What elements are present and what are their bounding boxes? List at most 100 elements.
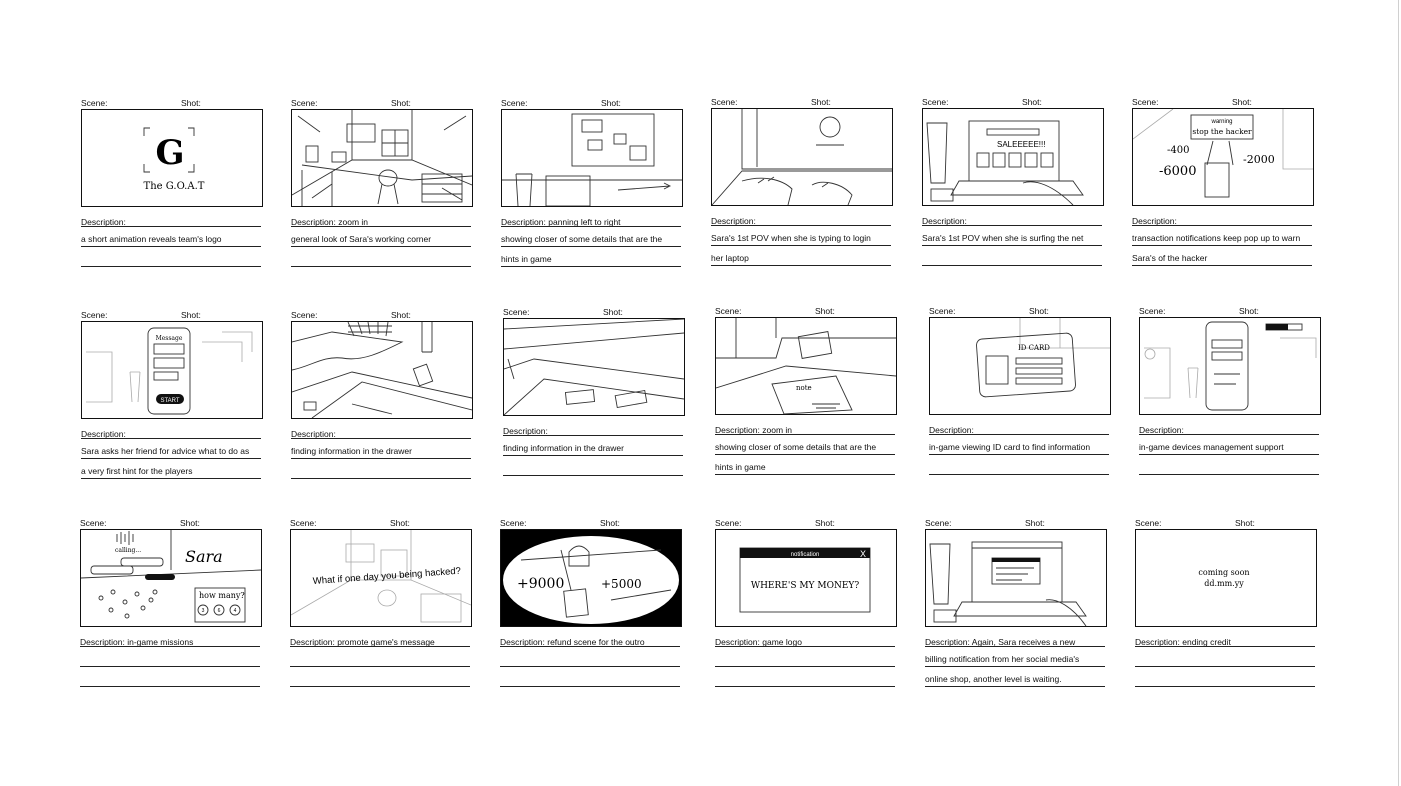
description-line bbox=[500, 647, 680, 667]
start-button-label: START bbox=[160, 398, 179, 404]
description-line bbox=[81, 247, 261, 267]
description-line: showing closer of some details that are … bbox=[501, 227, 681, 247]
description-line bbox=[503, 456, 683, 476]
calling-label: calling... bbox=[115, 547, 141, 554]
description-line: Description: bbox=[929, 421, 1109, 435]
scene-label: Scene: bbox=[290, 518, 317, 528]
description-line: Description: ending credit bbox=[1135, 633, 1315, 647]
scene-label: Scene: bbox=[81, 98, 108, 108]
description-block: Description: refund scene for the outro bbox=[500, 633, 682, 687]
sara-label: Sara bbox=[185, 547, 223, 566]
note-label: note bbox=[796, 384, 812, 392]
page-edge bbox=[1398, 0, 1399, 786]
description-line: finding information in the drawer bbox=[503, 436, 683, 456]
notification-message: WHERE'S MY MONEY? bbox=[751, 581, 860, 591]
description-block: Description: a short animation reveals t… bbox=[81, 213, 263, 267]
description-line bbox=[291, 459, 471, 479]
shot-label: Shot: bbox=[1022, 97, 1042, 107]
sketch-frame bbox=[503, 318, 685, 416]
sketch-frame: ID CARD bbox=[929, 317, 1111, 415]
sketch-frame bbox=[925, 529, 1107, 627]
description-block: Description: in-game devices management … bbox=[1139, 421, 1321, 475]
close-icon: X bbox=[860, 549, 866, 559]
description-line: Sara's of the hacker bbox=[1132, 246, 1312, 266]
storyboard-panel-3: Scene:Shot: Description: panning left to… bbox=[501, 98, 683, 267]
description-block: Description: promote game's message bbox=[290, 633, 472, 687]
scene-label: Scene: bbox=[715, 518, 742, 528]
answer-option: 3 bbox=[202, 608, 205, 614]
storyboard-panel-18: Scene:Shot: coming soon dd.mm.yy Descrip… bbox=[1135, 518, 1317, 687]
description-line: Description: in-game missions bbox=[80, 633, 260, 647]
release-date-text: dd.mm.yy bbox=[1204, 579, 1244, 588]
description-line: Sara's 1st POV when she is surfing the n… bbox=[922, 226, 1102, 246]
refund-amount-2: +5000 bbox=[601, 577, 642, 591]
sketch-frame bbox=[291, 321, 473, 419]
sketch-frame: coming soon dd.mm.yy bbox=[1135, 529, 1317, 627]
description-line: a very first hint for the players bbox=[81, 459, 261, 479]
description-line: Description: bbox=[1139, 421, 1319, 435]
shot-label: Shot: bbox=[1239, 306, 1259, 316]
description-line: Description: bbox=[503, 422, 683, 436]
logo-letter: G bbox=[155, 133, 184, 173]
description-block: Description: zoom in showing closer of s… bbox=[715, 421, 897, 475]
description-block: Description: transaction notifications k… bbox=[1132, 212, 1314, 266]
description-line bbox=[500, 667, 680, 687]
description-block: Description: panning left to right showi… bbox=[501, 213, 683, 267]
scene-label: Scene: bbox=[1139, 306, 1166, 316]
description-line: Sara's 1st POV when she is typing to log… bbox=[711, 226, 891, 246]
scene-label: Scene: bbox=[503, 307, 530, 317]
description-line: in-game devices management support bbox=[1139, 435, 1319, 455]
promo-headline: What if one day you being hacked? bbox=[312, 566, 461, 587]
shot-label: Shot: bbox=[600, 518, 620, 528]
amount-3: -2000 bbox=[1243, 153, 1275, 166]
description-line: finding information in the drawer bbox=[291, 439, 471, 459]
description-line bbox=[922, 246, 1102, 266]
sketch-frame: +9000 +5000 bbox=[500, 529, 682, 627]
description-block: Description: Sara asks her friend for ad… bbox=[81, 425, 263, 479]
shot-label: Shot: bbox=[1025, 518, 1045, 528]
scene-label: Scene: bbox=[711, 97, 738, 107]
storyboard-panel-6: Scene:Shot: warning stop the hacker -400… bbox=[1132, 97, 1314, 266]
description-line bbox=[715, 647, 895, 667]
shot-label: Shot: bbox=[601, 98, 621, 108]
amount-1: -400 bbox=[1167, 145, 1189, 156]
scene-label: Scene: bbox=[500, 518, 527, 528]
message-title: Message bbox=[156, 335, 183, 342]
description-block: Description: zoom in general look of Sar… bbox=[291, 213, 473, 267]
description-line: hints in game bbox=[715, 455, 895, 475]
shot-label: Shot: bbox=[390, 518, 410, 528]
scene-label: Scene: bbox=[291, 310, 318, 320]
answer-option: 6 bbox=[218, 608, 221, 614]
id-card-title: ID CARD bbox=[1018, 344, 1050, 352]
scene-label: Scene: bbox=[1132, 97, 1159, 107]
storyboard-panel-12: Scene: Shot: Description: in-game devices… bbox=[1139, 306, 1321, 475]
sketch-frame: G The G.O.A.T bbox=[81, 109, 263, 207]
sketch-frame: What if one day you being hacked? bbox=[290, 529, 472, 627]
shot-label: Shot: bbox=[1232, 97, 1252, 107]
description-line: Description: Again, Sara receives a new bbox=[925, 633, 1105, 647]
how-many-label: how many? bbox=[199, 591, 245, 600]
answer-option: 4 bbox=[234, 608, 237, 614]
description-line: a short animation reveals team's logo bbox=[81, 227, 261, 247]
description-block: Description: Sara's 1st POV when she is … bbox=[711, 212, 893, 266]
description-line: showing closer of some details that are … bbox=[715, 435, 895, 455]
scene-label: Scene: bbox=[715, 306, 742, 316]
sketch-frame: Message START bbox=[81, 321, 263, 419]
warning-message: stop the hacker bbox=[1192, 127, 1252, 136]
amount-2: -6000 bbox=[1159, 164, 1196, 179]
description-line: transaction notifications keep pop up to… bbox=[1132, 226, 1312, 246]
description-line bbox=[715, 667, 895, 687]
description-line bbox=[290, 647, 470, 667]
storyboard-panel-13: Scene:Shot: calling... Sara how many? 3 … bbox=[80, 518, 262, 687]
scene-label: Scene: bbox=[929, 306, 956, 316]
description-line: Description: bbox=[81, 213, 261, 227]
description-line: her laptop bbox=[711, 246, 891, 266]
description-line bbox=[80, 647, 260, 667]
shot-label: Shot: bbox=[181, 98, 201, 108]
storyboard-panel-8: Scene:Shot: Description: finding informa… bbox=[291, 310, 473, 479]
shot-label: Shot: bbox=[603, 307, 623, 317]
shot-label: Shot: bbox=[181, 310, 201, 320]
refund-amount-1: +9000 bbox=[517, 576, 564, 592]
description-line: online shop, another level is waiting. bbox=[925, 667, 1105, 687]
sketch-frame: SALEEEEE!!! bbox=[922, 108, 1104, 206]
